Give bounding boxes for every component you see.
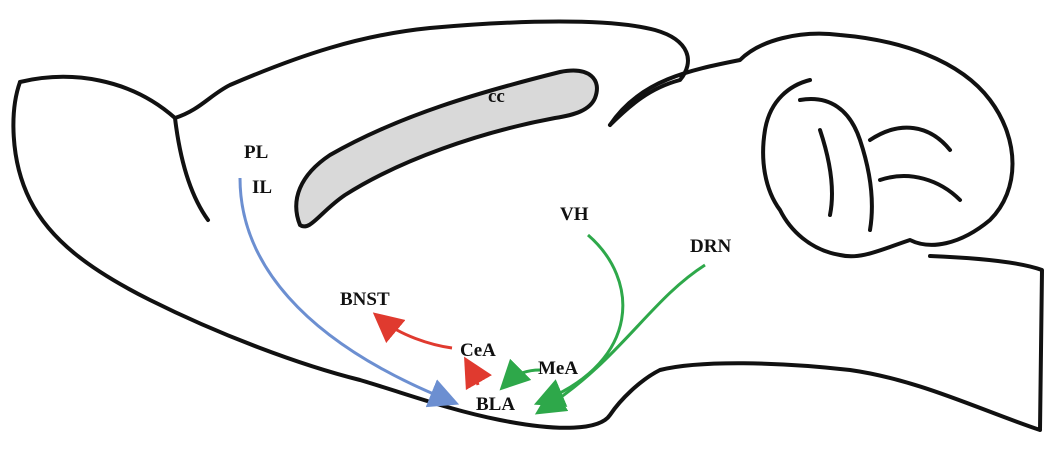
bnst-label: BNST: [340, 289, 390, 310]
pl-il-to-bla-projection: [238, 177, 460, 408]
drn-label: DRN: [690, 236, 731, 257]
corpus-callosum: [294, 68, 599, 229]
drn-to-bla-projection: [534, 263, 706, 415]
cerebrum-outline: [11, 19, 1044, 432]
cerebellum-outline: [608, 31, 1015, 259]
mea-to-bla-projection: [499, 358, 541, 391]
cea-to-bnst-projection: [372, 312, 453, 350]
mea-label: MeA: [538, 358, 578, 379]
vh-label: VH: [560, 204, 589, 225]
cc-label: cc: [488, 86, 505, 107]
bla-to-cea-projection: [464, 356, 492, 391]
bla-label: BLA: [476, 394, 515, 415]
pl-label: PL: [244, 142, 268, 163]
il-label: IL: [252, 177, 272, 198]
cea-label: CeA: [460, 340, 496, 361]
vh-to-bla-projection: [533, 233, 625, 407]
